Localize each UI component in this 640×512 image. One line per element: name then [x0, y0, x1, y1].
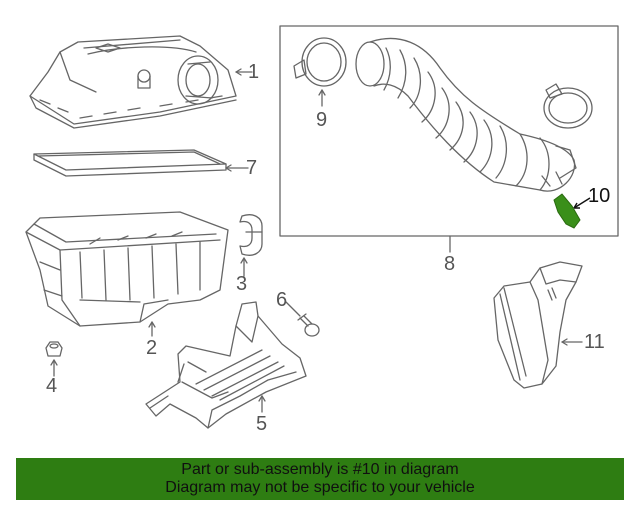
air-filter-housing-cover-icon [29, 35, 237, 129]
callout-5: 5 [256, 413, 268, 435]
banner-line-1: Part or sub-assembly is #10 in diagram [181, 461, 459, 478]
air-filter-lower-housing-icon [25, 211, 229, 327]
hose-clamp-right-icon [543, 83, 593, 129]
callout-4: 4 [46, 375, 58, 397]
banner-line-2: Diagram may not be specific to your vehi… [165, 479, 475, 496]
callout-7: 7 [246, 157, 258, 179]
hose-clamp-icon [293, 37, 347, 87]
air-filter-element-icon [33, 149, 227, 177]
callout-1: 1 [248, 61, 260, 83]
info-banner: Part or sub-assembly is #10 in diagram D… [16, 458, 624, 500]
callout-9: 9 [316, 109, 328, 131]
bracket-icon [145, 301, 307, 429]
grommet-icon [45, 341, 63, 357]
callout-6: 6 [276, 289, 288, 311]
sensor-part-icon [553, 193, 591, 229]
parts-diagram [25, 25, 619, 429]
air-duct-icon [493, 261, 583, 389]
clamp-icon [239, 214, 263, 256]
callout-2: 2 [146, 337, 158, 359]
assembly-box [279, 25, 619, 237]
callout-3: 3 [236, 273, 248, 295]
bolt-icon [297, 313, 320, 337]
air-intake-hose-icon [355, 37, 577, 192]
callout-11: 11 [584, 331, 605, 353]
callout-10: 10 [588, 185, 611, 207]
callout-8: 8 [444, 253, 456, 275]
